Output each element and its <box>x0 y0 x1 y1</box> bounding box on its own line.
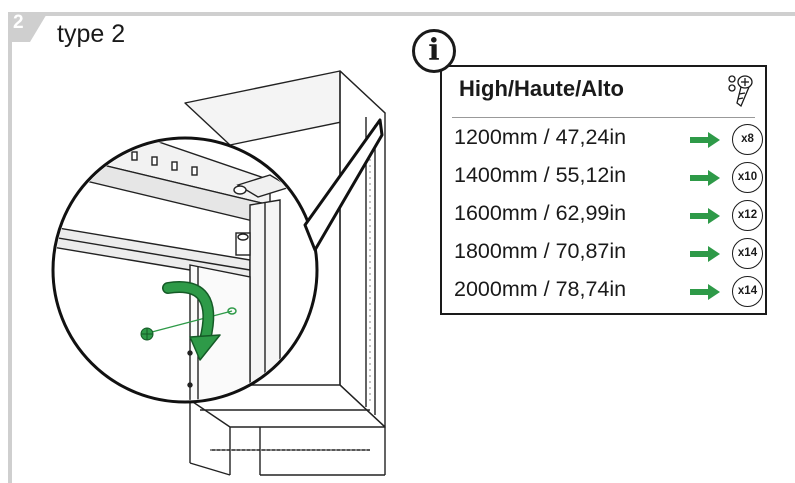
list-item: 1200mm / 47,24in x8 <box>454 119 763 157</box>
list-item: 1800mm / 70,87in x14 <box>454 233 763 271</box>
info-divider <box>452 117 755 118</box>
quantity-badge: x10 <box>732 162 763 193</box>
info-heading: High/Haute/Alto <box>459 76 624 101</box>
frame-top-border <box>8 12 795 16</box>
quantity-badge: x8 <box>732 124 763 155</box>
arrow-icon <box>690 246 720 262</box>
arrow-icon <box>690 132 720 148</box>
rotate-arrow-icon <box>162 281 221 361</box>
screw-guide-line <box>147 310 233 334</box>
height-list: 1200mm / 47,24in x8 1400mm / 55,12in x10… <box>454 119 763 309</box>
arrow-icon <box>690 284 720 300</box>
screw-icon <box>728 75 753 108</box>
cabinet-illustration <box>51 70 386 476</box>
list-item: 2000mm / 78,74in x14 <box>454 271 763 309</box>
info-icon: i <box>412 29 456 73</box>
quantity-badge: x14 <box>732 238 763 269</box>
frame-left-border <box>8 12 12 483</box>
step-number: 2 <box>13 12 24 33</box>
height-label: 1400mm / 55,12in <box>454 163 627 187</box>
list-item: 1600mm / 62,99in x12 <box>454 195 763 233</box>
list-item: 1400mm / 55,12in x10 <box>454 157 763 195</box>
quantity-badge: x14 <box>732 276 763 307</box>
height-label: 1200mm / 47,24in <box>454 125 627 149</box>
arrow-icon <box>690 170 720 186</box>
screw-part <box>140 327 154 341</box>
info-box: High/Haute/Alto 1200mm / 47,24in x8 1400… <box>440 65 767 315</box>
height-label: 2000mm / 78,74in <box>454 277 627 301</box>
arrow-icon <box>690 208 720 224</box>
step-title: type 2 <box>57 20 126 48</box>
height-label: 1800mm / 70,87in <box>454 239 627 263</box>
height-label: 1600mm / 62,99in <box>454 201 627 225</box>
quantity-badge: x12 <box>732 200 763 231</box>
